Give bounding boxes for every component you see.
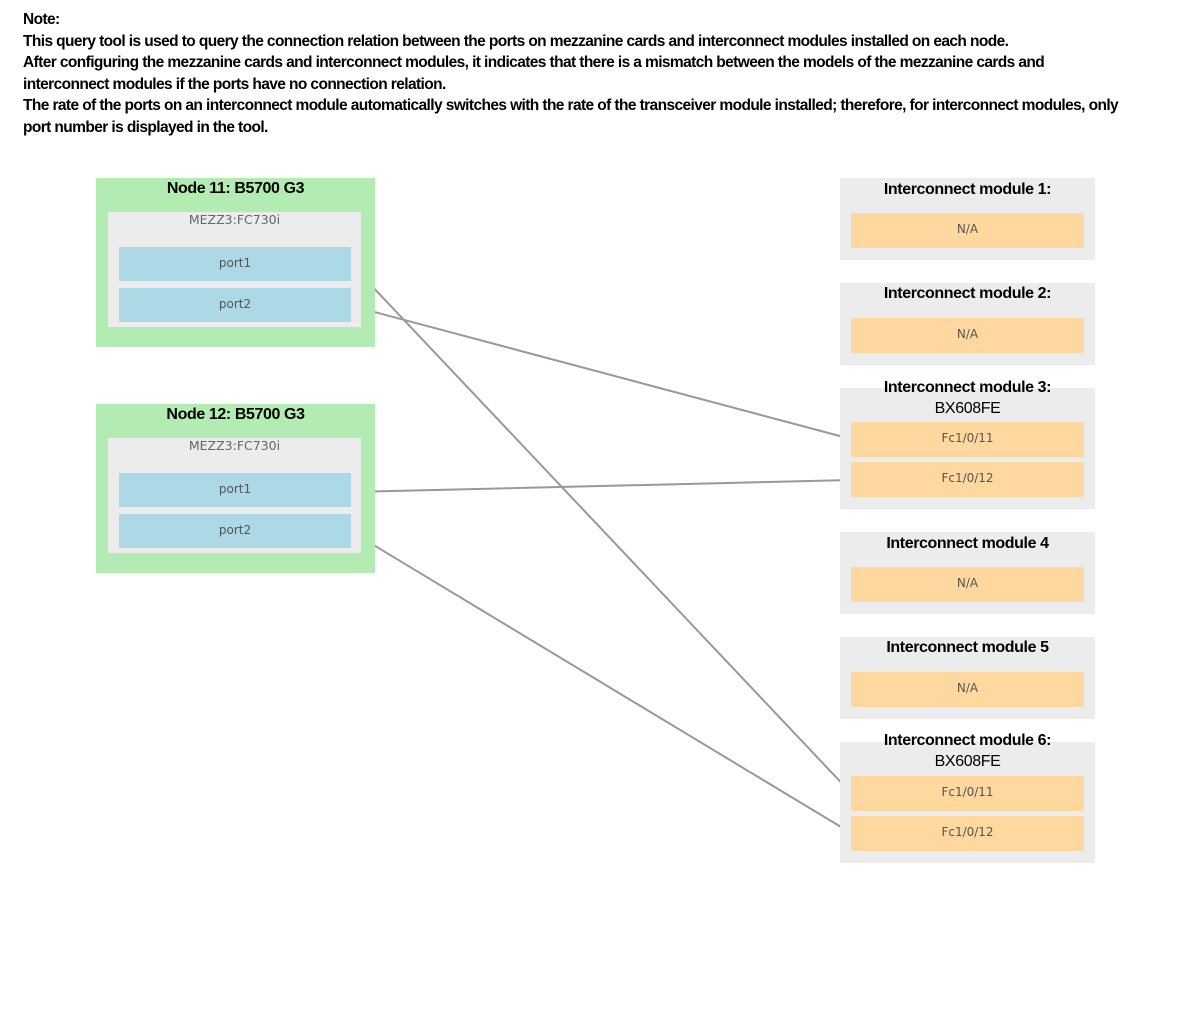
icm-5-port[interactable]: N/A xyxy=(851,672,1084,707)
icm-6-title: Interconnect module 6: xyxy=(883,732,1052,749)
node-11-port2[interactable]: port2 xyxy=(119,288,351,322)
note-line-1: This query tool is used to query the con… xyxy=(23,32,1009,50)
icm-1-port[interactable]: N/A xyxy=(851,213,1084,248)
icm-3-port-fc11[interactable]: Fc1/0/11 xyxy=(851,422,1084,457)
link-node12-port2-to-icm6-fc12 xyxy=(351,531,852,834)
interconnect-module-3: Fc1/0/11 Fc1/0/12 xyxy=(840,388,1095,509)
icm-6-subtitle: BX608FE xyxy=(934,753,1001,770)
icm-3-subtitle: BX608FE xyxy=(934,400,1001,417)
interconnect-module-6: Fc1/0/11 Fc1/0/12 xyxy=(840,742,1095,863)
icm-6-port-fc12[interactable]: Fc1/0/12 xyxy=(851,816,1084,851)
note-line-3: The rate of the ports on an interconnect… xyxy=(23,97,1119,136)
link-node12-port1-to-icm3-fc12 xyxy=(351,479,852,493)
note-text: Note: This query tool is used to query t… xyxy=(23,9,1133,138)
icm-4-port[interactable]: N/A xyxy=(851,567,1084,602)
node-11-mezz-label: MEZZ3:FC730i xyxy=(188,212,281,227)
node-12-port2[interactable]: port2 xyxy=(119,514,351,548)
node-12-box: Node 12: B5700 G3 MEZZ3:FC730i port1 por… xyxy=(96,404,375,573)
note-heading: Note: xyxy=(23,11,60,28)
node-11-port1[interactable]: port1 xyxy=(119,247,351,281)
interconnect-module-1: N/A xyxy=(840,178,1095,260)
node-12-mezz-label: MEZZ3:FC730i xyxy=(188,438,281,453)
node-11-box: Node 11: B5700 G3 MEZZ3:FC730i port1 por… xyxy=(96,178,375,347)
node-12-mezz-card: MEZZ3:FC730i port1 port2 xyxy=(108,438,361,553)
node-11-mezz-card: MEZZ3:FC730i port1 port2 xyxy=(108,212,361,327)
icm-1-title: Interconnect module 1: xyxy=(883,181,1052,198)
interconnect-module-5: N/A xyxy=(840,637,1095,719)
icm-4-title: Interconnect module 4 xyxy=(886,535,1049,552)
icm-3-title: Interconnect module 3: xyxy=(883,379,1052,396)
link-node11-port1-to-icm6-fc11 xyxy=(351,264,852,794)
interconnect-module-4: N/A xyxy=(840,532,1095,614)
node-12-title: Node 12: B5700 G3 xyxy=(166,406,305,423)
interconnect-module-2: N/A xyxy=(840,283,1095,365)
link-node11-port2-to-icm3-fc11 xyxy=(351,305,852,440)
icm-6-port-fc11[interactable]: Fc1/0/11 xyxy=(851,776,1084,811)
icm-2-port[interactable]: N/A xyxy=(851,318,1084,353)
icm-3-port-fc12[interactable]: Fc1/0/12 xyxy=(851,462,1084,497)
icm-2-title: Interconnect module 2: xyxy=(883,285,1052,302)
icm-5-title: Interconnect module 5 xyxy=(886,639,1049,656)
note-line-2: After configuring the mezzanine cards an… xyxy=(23,54,1045,93)
node-12-port1[interactable]: port1 xyxy=(119,473,351,507)
node-11-title: Node 11: B5700 G3 xyxy=(166,180,305,197)
